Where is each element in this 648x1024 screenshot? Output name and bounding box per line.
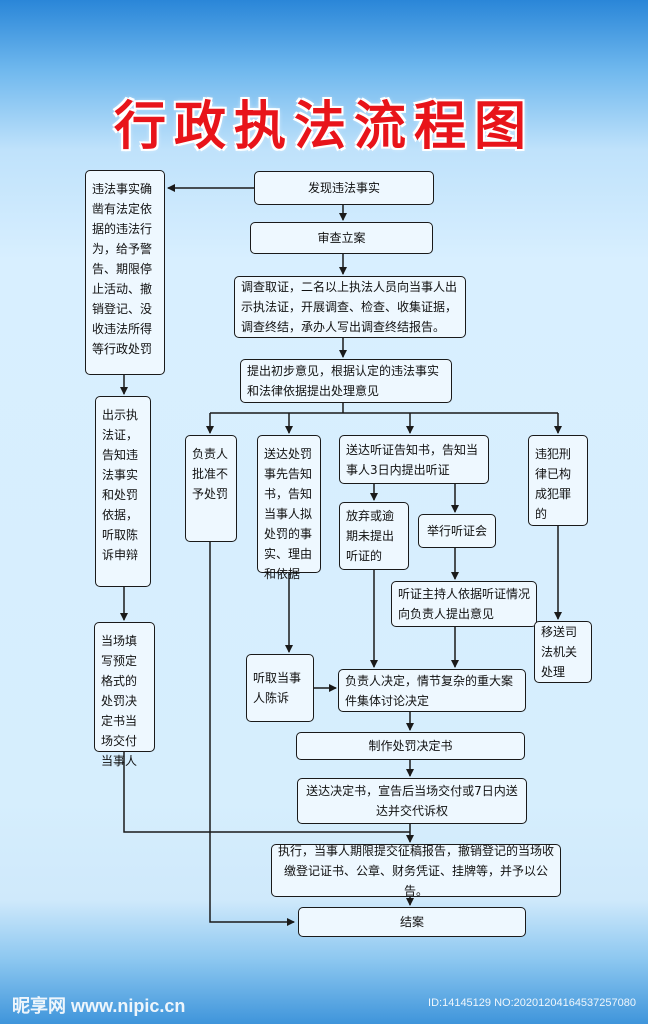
node-hearing-opinion: 听证主持人依据听证情况向负责人提出意见	[391, 581, 537, 627]
node-show-cert: 出示执法证，告知违法事实和处罚依据，听取陈诉申辩	[95, 396, 151, 587]
node-close-case: 结案	[298, 907, 526, 937]
node-on-spot-penalty: 违法事实确凿有法定依据的违法行为，给予警告、期限停止活动、撤销登记、没收违法所得…	[85, 170, 165, 375]
node-investigate: 调查取证，二名以上执法人员向当事人出示执法证，开展调查、检查、收集证据，调查终结…	[234, 276, 466, 338]
node-transfer-judicial: 移送司法机关处理	[534, 621, 592, 683]
node-waive-hearing: 放弃或逾期未提出听证的	[339, 502, 409, 570]
node-hearing-notice: 送达听证告知书，告知当事人3日内提出听证	[339, 435, 489, 484]
image-id-watermark: ID:14145129 NO:20201204164537257080	[428, 997, 636, 1009]
site-watermark: 昵享网 www.nipic.cn	[12, 996, 186, 1016]
node-discover: 发现违法事实	[254, 171, 434, 205]
node-notify-prior: 送达处罚事先告知书，告知当事人拟处罚的事实、理由和依据	[257, 435, 321, 581]
node-hold-hearing: 举行听证会	[418, 514, 496, 548]
node-make-decision: 制作处罚决定书	[296, 732, 525, 760]
node-review: 审查立案	[250, 222, 433, 254]
node-deliver-decision: 送达决定书，宣告后当场交付或7日内送达并交代诉权	[297, 778, 527, 824]
node-execute: 执行，当事人期限提交征稿报告，撤销登记的当场收缴登记证书、公章、财务凭证、挂牌等…	[271, 844, 561, 898]
node-criminal: 违犯刑律已构成犯罪的	[528, 435, 588, 526]
page-title: 行政执法流程图	[113, 96, 534, 157]
node-no-penalty: 负责人批准不予处罚	[185, 435, 237, 542]
node-preliminary: 提出初步意见，根据认定的违法事实和法律依据提出处理意见	[240, 359, 452, 403]
node-listen-statement: 听取当事人陈诉	[246, 654, 314, 722]
node-fill-form: 当场填写预定格式的处罚决定书当场交付当事人	[94, 622, 155, 768]
node-decide: 负责人决定，情节复杂的重大案件集体讨论决定	[338, 669, 526, 712]
